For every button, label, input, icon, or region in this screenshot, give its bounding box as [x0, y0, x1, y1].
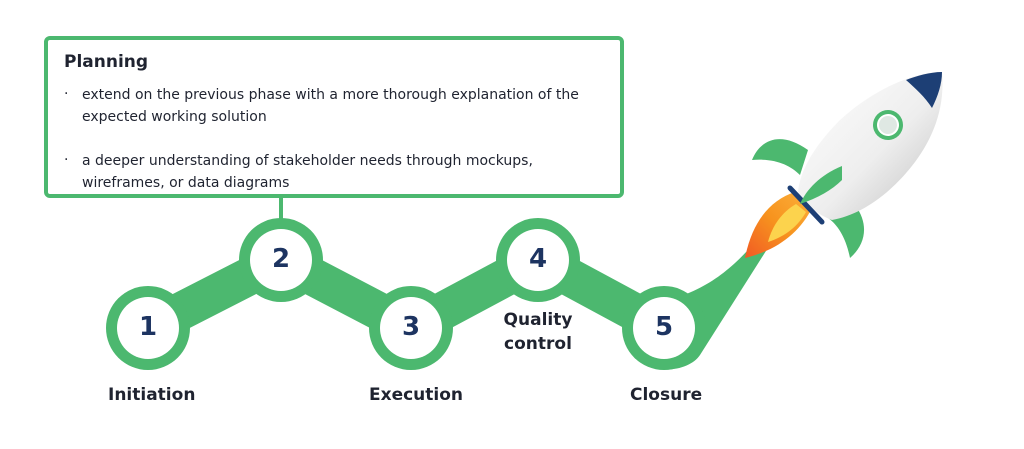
planning-callout: Planning · extend on the previous phase … [44, 36, 624, 198]
phase-label-execution: Execution [369, 385, 464, 405]
bullet-dot-icon: · [64, 86, 69, 102]
phase-node-4 [496, 218, 580, 302]
callout-bullet-1: · extend on the previous phase with a mo… [64, 84, 609, 128]
bullet-dot-icon: · [64, 152, 69, 168]
callout-title: Planning [64, 52, 149, 72]
rocket-icon [745, 72, 943, 258]
phase-node-5 [622, 286, 706, 370]
phase-number-1: 1 [138, 312, 158, 342]
phase-node-3 [369, 286, 453, 370]
rocket-flame-inner [768, 204, 806, 242]
rocket-fin-top [752, 139, 808, 175]
phase-number-5: 5 [654, 312, 674, 342]
callout-bullet-text: extend on the previous phase with a more… [82, 87, 579, 125]
phase-label-quality-control: Quality control [503, 310, 573, 354]
rocket-exhaust-ring [787, 185, 825, 225]
phase-number-2: 2 [271, 244, 291, 274]
phase-node-1 [106, 286, 190, 370]
phase-node-2 [239, 218, 323, 302]
phase-label-closure: Closure [630, 385, 703, 405]
rocket-body [798, 72, 943, 220]
callout-bullet-2: · a deeper understanding of stakeholder … [64, 150, 609, 194]
phase-number-3: 3 [401, 312, 421, 342]
callout-bullet-text: a deeper understanding of stakeholder ne… [82, 153, 533, 191]
rocket-nose [906, 72, 942, 108]
phase-label-initiation: Initiation [108, 385, 196, 405]
phase-number-4: 4 [528, 244, 548, 274]
rocket-fin-front [800, 166, 842, 204]
